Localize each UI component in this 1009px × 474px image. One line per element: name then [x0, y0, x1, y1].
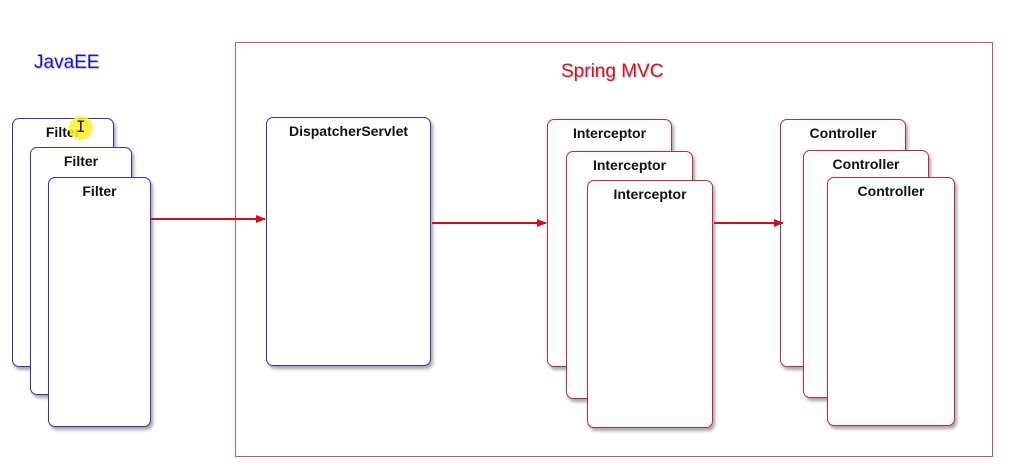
spring-mvc-frame	[235, 42, 993, 457]
interceptor-box-3: Interceptor	[587, 180, 713, 428]
controller-box-3: Controller	[827, 177, 955, 426]
dispatcher-servlet-label: DispatcherServlet	[288, 123, 409, 139]
controller-label-2: Controller	[832, 156, 900, 172]
filter-label-3: Filter	[82, 183, 117, 199]
dispatcher-servlet-box: DispatcherServlet	[266, 117, 431, 366]
cursor-highlight	[69, 116, 93, 140]
controller-label-3: Controller	[857, 183, 925, 199]
interceptor-label-2: Interceptor	[592, 157, 667, 173]
interceptor-label-3: Interceptor	[613, 186, 687, 202]
interceptor-label-1: Interceptor	[572, 125, 647, 141]
filter-box-3: Filter	[48, 177, 151, 427]
javaee-title: JavaEE	[34, 52, 100, 73]
spring-mvc-title: Spring MVC	[561, 61, 664, 82]
filter-label-2: Filter	[63, 153, 99, 169]
controller-label-1: Controller	[809, 125, 877, 141]
text-cursor-icon: I	[76, 117, 86, 136]
